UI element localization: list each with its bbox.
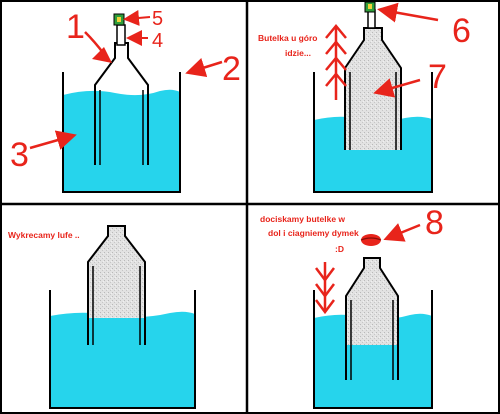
panel-2-note-line-1: Butelka u góro: [258, 33, 318, 43]
label-6: 6: [452, 12, 471, 50]
label-3: 3: [10, 136, 29, 174]
panel-4-water: [314, 313, 432, 408]
panel-1-bowl-stem: [116, 24, 126, 46]
arrow-7: [373, 78, 421, 98]
arrow-3: [29, 130, 77, 150]
label-2: 2: [222, 50, 241, 88]
label-8: 8: [425, 204, 444, 242]
panel-4-note-line-1: dociskamy butelke w: [260, 214, 345, 224]
panel-3-note: Wykrecamy lufe ..: [8, 230, 80, 240]
panel-3-smoke: [88, 226, 145, 318]
panel-3-water: [50, 311, 195, 408]
arrow-5: [123, 9, 151, 26]
down-arrows-icon: [315, 262, 335, 315]
panel-4-smoke: [346, 258, 398, 345]
panel-1: 1 2 3 4 5: [10, 8, 241, 193]
arrow-8: [383, 223, 421, 242]
panel-2-water: [314, 116, 432, 192]
panel-2-bowl-stem: [367, 9, 376, 29]
panel-3-bottle: [87, 225, 146, 345]
panel-2: Butelka u góro idzie... 6 7: [258, 1, 471, 193]
lips-icon: [360, 234, 382, 246]
label-4: 4: [152, 30, 163, 52]
label-5: 5: [152, 8, 163, 30]
arrow-2: [185, 57, 223, 78]
panel-1-water: [63, 89, 180, 192]
panel-2-bowl-fill: [368, 4, 372, 9]
label-7: 7: [428, 58, 447, 96]
arrow-1-head: [92, 47, 112, 63]
arrow-6: [377, 2, 439, 23]
label-1: 1: [66, 8, 85, 46]
panel-4-bottle: [345, 257, 399, 380]
panel-2-container: [313, 72, 433, 193]
panel-1-bowl-fill: [117, 17, 121, 22]
panel-4-container: [313, 290, 433, 409]
panel-4-note-line-3: :D: [335, 244, 344, 254]
panel-4: dociskamy butelke w dol i ciagniemy dyme…: [260, 204, 444, 409]
panel-3-container: [49, 290, 196, 409]
panel-2-note-line-2: idzie...: [285, 48, 311, 58]
up-arrows-icon: [325, 24, 347, 100]
panel-2-smoke: [345, 28, 401, 150]
panel-3: Wykrecamy lufe ..: [8, 225, 196, 409]
panel-4-note-line-2: dol i ciagniemy dymek: [268, 228, 359, 238]
